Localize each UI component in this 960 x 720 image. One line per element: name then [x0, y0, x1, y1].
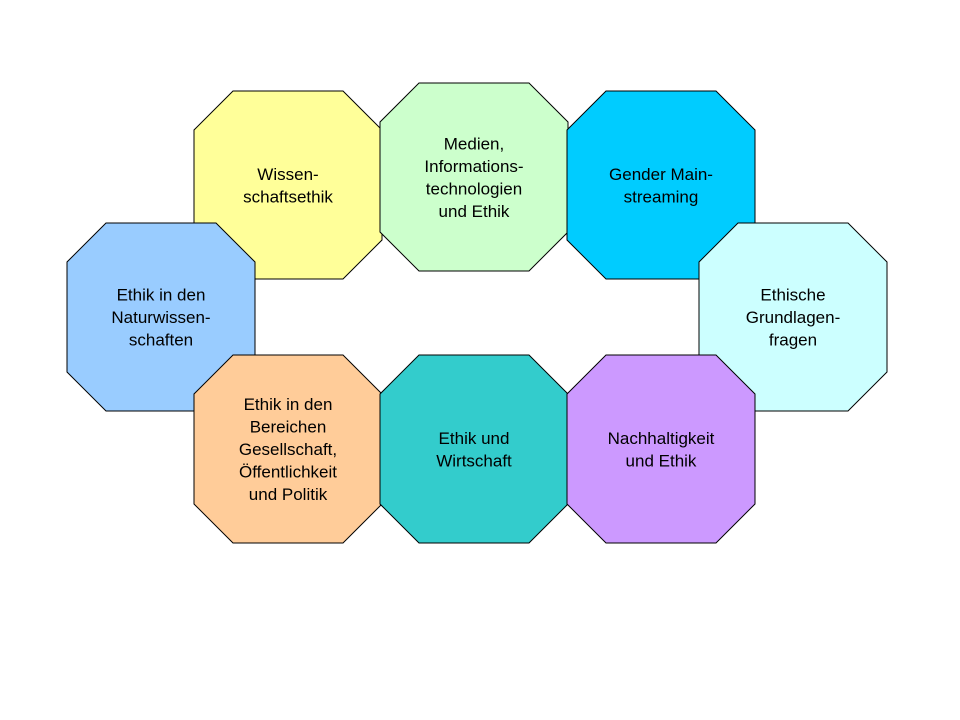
topic-label-line: Ethik in den: [244, 395, 333, 414]
topic-gender: Gender Main-streaming: [566, 90, 756, 280]
topic-label-line: fragen: [769, 331, 817, 350]
topic-nachhaltigkeit: Nachhaltigkeit und Ethik: [566, 354, 756, 544]
octagon-gesellschaft: [193, 354, 383, 544]
topic-label-line: Bereichen: [250, 418, 327, 437]
topic-label-line: Ethische: [760, 286, 825, 305]
topic-label-line: schaften: [129, 331, 193, 350]
topic-label-line: Informations-: [424, 157, 523, 176]
topic-label-line: und Politik: [249, 485, 328, 504]
topic-label-line: technologien: [426, 179, 522, 198]
octagon-wissenschaftsethik: [193, 90, 383, 280]
topic-wissenschaftsethik: Wissen-schaftsethik: [193, 90, 383, 280]
topic-label-line: Wirtschaft: [436, 451, 512, 470]
octagon-medien: [379, 82, 569, 272]
topic-label-line: streaming: [624, 187, 699, 206]
octagon-nachhaltigkeit: [566, 354, 756, 544]
topic-label-line: und Ethik: [626, 451, 697, 470]
octagon-wirtschaft: [379, 354, 569, 544]
topic-label-line: Wissen-: [257, 165, 318, 184]
topic-label-line: Gesellschaft,: [239, 440, 337, 459]
topic-label-line: Nachhaltigkeit: [608, 429, 715, 448]
topic-label-line: Medien,: [444, 134, 504, 153]
topic-label-line: Öffentlichkeit: [239, 463, 337, 482]
octagon-grundlagen: [698, 222, 888, 412]
topic-label-line: Ethik in den: [117, 286, 206, 305]
topic-label-line: Naturwissen-: [111, 308, 210, 327]
topic-medien: Medien, Informations-technologien und Ethi…: [379, 82, 569, 272]
topic-label-line: Grundlagen-: [746, 308, 841, 327]
topic-label-line: und Ethik: [439, 202, 510, 221]
topic-label-line: schaftsethik: [243, 187, 333, 206]
topic-label-line: Gender Main-: [609, 165, 713, 184]
topic-label-line: Ethik und: [439, 429, 510, 448]
